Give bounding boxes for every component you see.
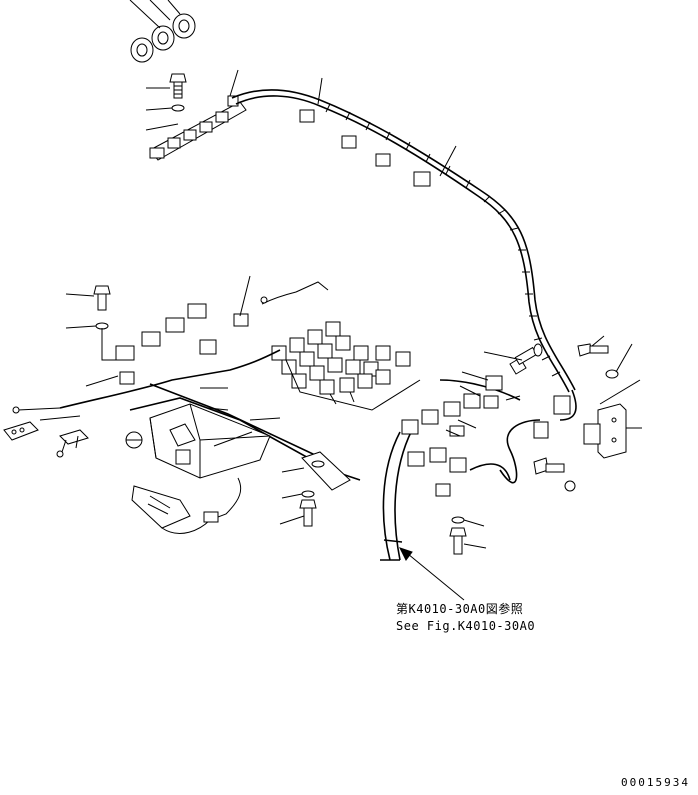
washer [301, 490, 315, 498]
washer [564, 480, 576, 492]
controller-unit [149, 403, 271, 479]
connector [203, 511, 219, 523]
washer [605, 369, 619, 379]
grommet-group [129, 0, 196, 63]
connector-cluster [401, 375, 503, 497]
bolt [449, 527, 467, 555]
relay-matrix [271, 321, 421, 411]
connector [125, 431, 143, 449]
connector [56, 429, 89, 458]
reference-english: See Fig.K4010-30A0 [396, 619, 536, 633]
wiring-harness-upper [231, 77, 576, 393]
clamp [301, 451, 351, 491]
reference-japanese: 第K4010-30A0図参照 [396, 602, 524, 616]
bolt [509, 346, 538, 375]
washer [533, 343, 543, 357]
terminal-block [3, 421, 39, 441]
grommet [172, 13, 196, 39]
bracket [131, 485, 191, 529]
bolt [93, 285, 111, 311]
bolt [577, 343, 609, 357]
connector [115, 303, 249, 385]
reference-arrow [399, 547, 465, 601]
upper-connector-block [149, 95, 247, 161]
bolt [533, 457, 565, 475]
upper-arc-connectors [299, 109, 431, 187]
bracket [583, 403, 627, 459]
grommet [130, 37, 154, 63]
washer [171, 104, 185, 112]
bolt [299, 499, 317, 527]
document-number: 00015934 [621, 776, 690, 789]
grommet [151, 25, 175, 51]
bolt [169, 73, 187, 99]
washer [451, 516, 465, 524]
connector [533, 395, 571, 439]
